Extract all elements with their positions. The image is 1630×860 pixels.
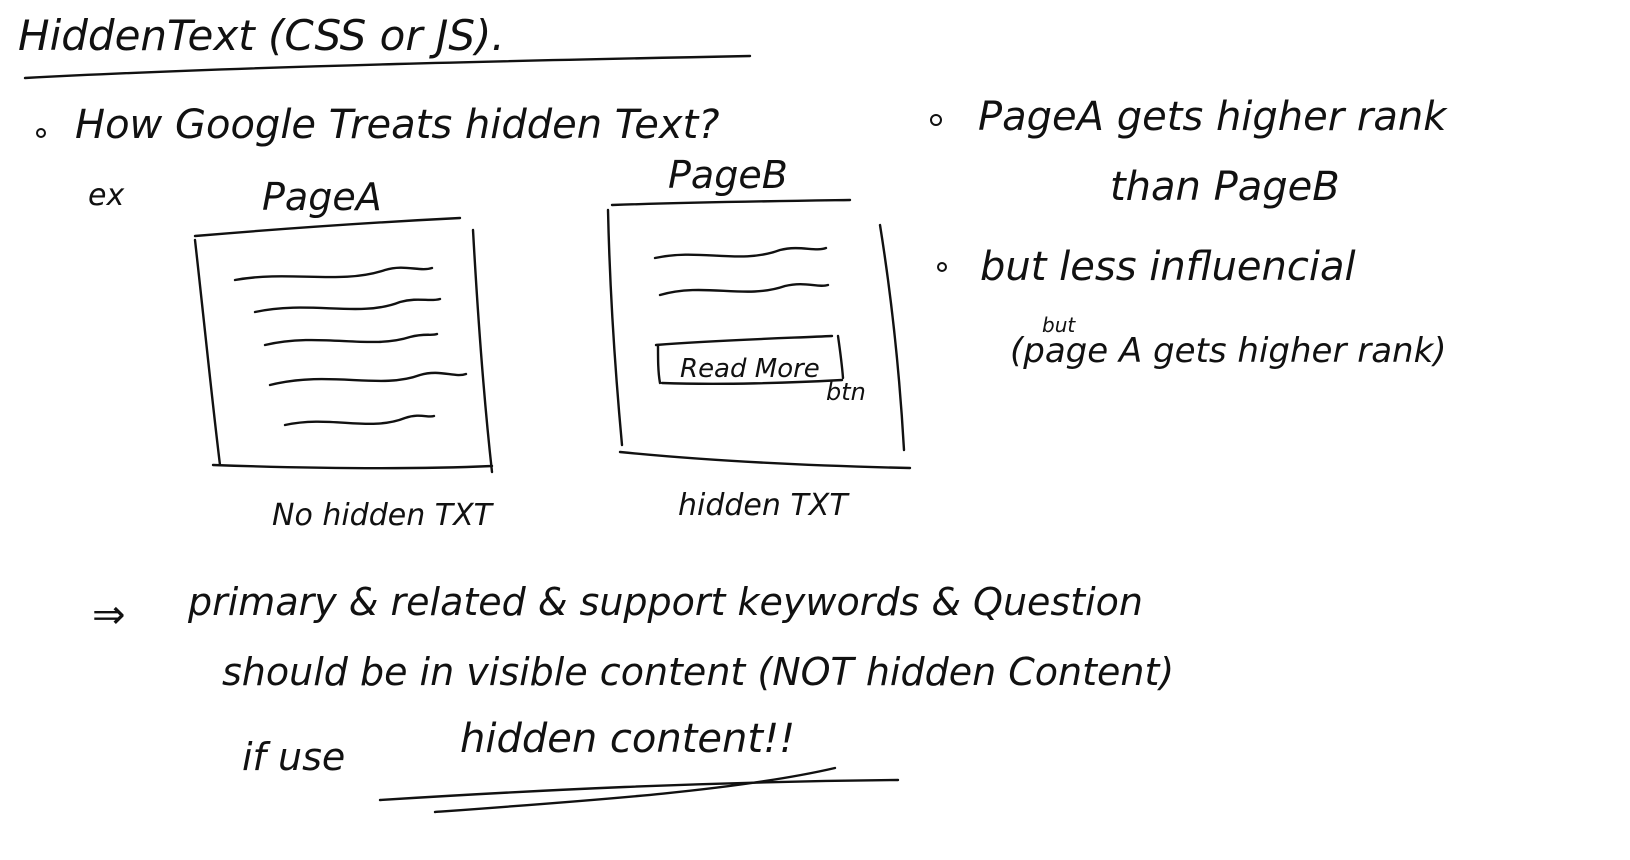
bullet-1-line-2: than PageB (1110, 164, 1340, 210)
emphasis-underline (378, 778, 900, 802)
read-more-button: Read More (654, 334, 845, 386)
page-title: HiddenText (CSS or JS). (18, 11, 505, 60)
page-b-caption: hidden TXT (678, 488, 850, 523)
page-a-caption: No hidden TXT (272, 498, 495, 533)
page-a-label: PageA (262, 175, 382, 219)
conclusion-line-3-prefix: if use (242, 735, 345, 779)
page-b-document (606, 198, 912, 470)
bullet-dot (930, 114, 942, 126)
title-underline (23, 54, 752, 80)
example-label: ex (88, 178, 124, 213)
bullet-2-line-2: (page A gets higher rank) (1010, 331, 1447, 371)
read-more-label: Read More (680, 354, 820, 384)
conclusion-line-3-emphasis: hidden content!! (460, 716, 795, 762)
bullet-2-insert: but (1042, 313, 1076, 337)
bullet-1-line-1: PageA gets higher rank (978, 94, 1448, 140)
emphasis-underline-2 (433, 766, 837, 814)
page-a-document (193, 216, 494, 474)
bullet-dot (36, 128, 46, 138)
conclusion-line-1: primary & related & support keywords & Q… (187, 580, 1143, 624)
page-b-label: PageB (668, 153, 788, 197)
question-text: How Google Treats hidden Text? (75, 102, 720, 148)
button-note: btn (826, 378, 866, 406)
conclusion-arrow: ⇒ (92, 592, 126, 638)
bullet-dot (937, 262, 947, 272)
bullet-2-line-1: but less influencial (980, 244, 1356, 290)
conclusion-line-2: should be in visible content (NOT hidden… (222, 650, 1174, 694)
